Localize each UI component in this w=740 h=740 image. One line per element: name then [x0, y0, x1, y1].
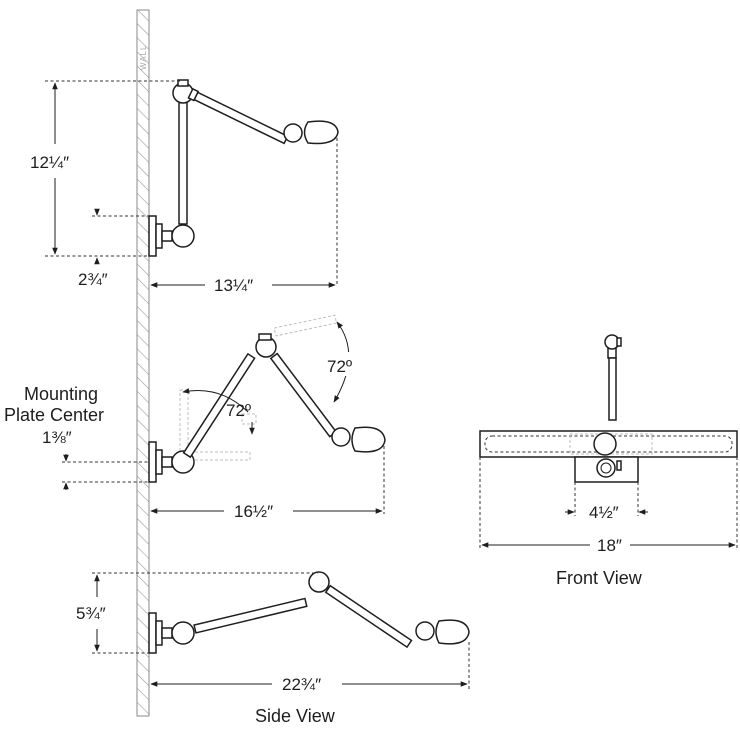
backplate-boss: [155, 449, 163, 475]
dim-front-plate-width: 4½″: [589, 503, 619, 522]
elbow-joint: [308, 571, 330, 593]
backplate-boss: [155, 620, 163, 646]
wall: WALL: [136, 9, 150, 717]
lamp-position-angled: [148, 314, 386, 483]
backplate: [148, 441, 157, 483]
dims-front: 4½″ 18″: [479, 457, 738, 555]
dim-top-base: 2¾″: [78, 270, 108, 289]
lamp-position-extended: [148, 571, 470, 654]
knuckle: [161, 230, 173, 242]
dim-mid-extension: 16½″: [234, 502, 273, 521]
elbow-cap: [177, 79, 189, 87]
dim-top-height: 12¼″: [30, 153, 69, 172]
shade-joint: [415, 621, 435, 641]
arm-collar: [187, 87, 200, 102]
shade: [435, 619, 470, 645]
mounting-label-line1: Mounting: [24, 384, 98, 404]
elbow-cap: [258, 333, 272, 341]
dim-mid-offset: 1⅜″: [42, 428, 72, 447]
lower-arm: [178, 99, 188, 225]
backplate-boss: [155, 223, 163, 249]
dim-mid-lower-angle: 72º: [226, 401, 251, 420]
dim-bottom-extension: 22¾″: [282, 675, 321, 694]
shade-joint: [283, 123, 303, 143]
front-center-joint: [593, 432, 617, 456]
front-view-drawing: [479, 334, 738, 483]
shade: [303, 120, 339, 145]
shade-joint: [331, 427, 351, 447]
dim-bottom-height: 5¾″: [76, 604, 106, 623]
dim-front-overall-width: 18″: [597, 536, 622, 555]
lower-arm: [182, 352, 256, 459]
dim-top-extension: 13¼″: [214, 276, 253, 295]
lamp-position-upright: [148, 79, 339, 257]
wall-label: WALL: [139, 45, 148, 71]
dims-angled: 16½″: [62, 446, 385, 521]
front-arm: [608, 357, 617, 421]
pivot-joint: [171, 621, 195, 645]
side-view-caption: Side View: [255, 706, 336, 726]
pivot-joint: [171, 224, 195, 248]
front-elbow-knob: [616, 337, 622, 347]
upper-arm: [324, 584, 413, 649]
shade: [351, 426, 386, 453]
mounting-label-line2: Plate Center: [4, 405, 104, 425]
dims-extended: 5¾″ 22¾″: [76, 572, 470, 694]
lower-arm: [193, 597, 308, 634]
front-pivot: [596, 458, 616, 478]
knuckle: [161, 456, 173, 468]
lower-angle-arc: [182, 388, 249, 413]
backplate: [148, 215, 157, 257]
front-view-caption: Front View: [556, 568, 643, 588]
upper-arm: [193, 91, 289, 145]
backplate: [148, 612, 157, 654]
dims-upright: 12¼″ 2¾″ 13¼″: [30, 80, 338, 295]
knuckle: [161, 627, 173, 639]
dim-mid-upper-angle: 72º: [327, 357, 352, 376]
